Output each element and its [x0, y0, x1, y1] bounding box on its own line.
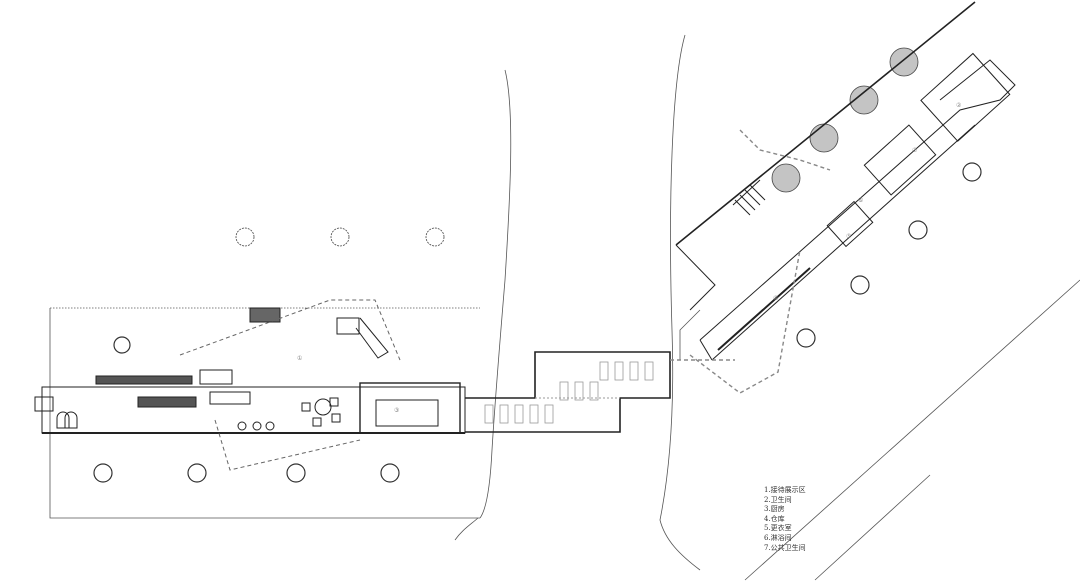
- circulation-path-right: [670, 129, 831, 394]
- legend-item: 1.接待展示区: [764, 486, 806, 494]
- right-building: [675, 1, 1016, 361]
- tree: [425, 227, 445, 247]
- room-markers: ① ② ③ ④ ⑤ ⑥ ⑦: [297, 102, 962, 414]
- tree: [286, 463, 306, 483]
- room-legend: 1.接待展示区 2.卫生间 3.厨房 4.仓库 5.更衣室 6.淋浴间 7.公共…: [764, 486, 806, 553]
- tree: [187, 463, 207, 483]
- tree-row-top: [235, 227, 445, 247]
- room-marker-3: ③: [394, 407, 399, 414]
- room-marker-1: ①: [297, 355, 302, 362]
- tree: [235, 227, 255, 247]
- legend-item: 4.仓库: [764, 514, 785, 523]
- bridge: [465, 351, 671, 433]
- legend-item: 7.公共卫生间: [764, 543, 806, 552]
- site-boundary: [49, 34, 1080, 581]
- room-marker-7: ⑦: [912, 147, 918, 154]
- room-marker-5: ⑤: [846, 233, 851, 240]
- tree: [908, 220, 928, 240]
- planter: [771, 163, 801, 193]
- legend-item: 3.厨房: [764, 505, 785, 514]
- tree: [850, 275, 870, 295]
- legend-item: 5.更衣室: [764, 524, 792, 533]
- tree: [962, 162, 982, 182]
- left-building: [34, 307, 466, 434]
- planter: [849, 85, 879, 115]
- circulation-path: [179, 299, 401, 471]
- tree: [796, 328, 816, 348]
- legend-item: 6.淋浴间: [764, 533, 792, 542]
- tree: [93, 463, 113, 483]
- room-marker-4: ④: [773, 295, 778, 302]
- tree-row-bottom: [93, 162, 982, 483]
- planter-row: [771, 47, 919, 193]
- tree: [330, 227, 350, 247]
- room-marker-2: ②: [956, 102, 962, 109]
- room-marker-6: ⑥: [858, 197, 863, 204]
- planter: [809, 123, 839, 153]
- tree: [380, 463, 400, 483]
- legend-item: 2.卫生间: [764, 495, 792, 504]
- tree: [113, 336, 131, 354]
